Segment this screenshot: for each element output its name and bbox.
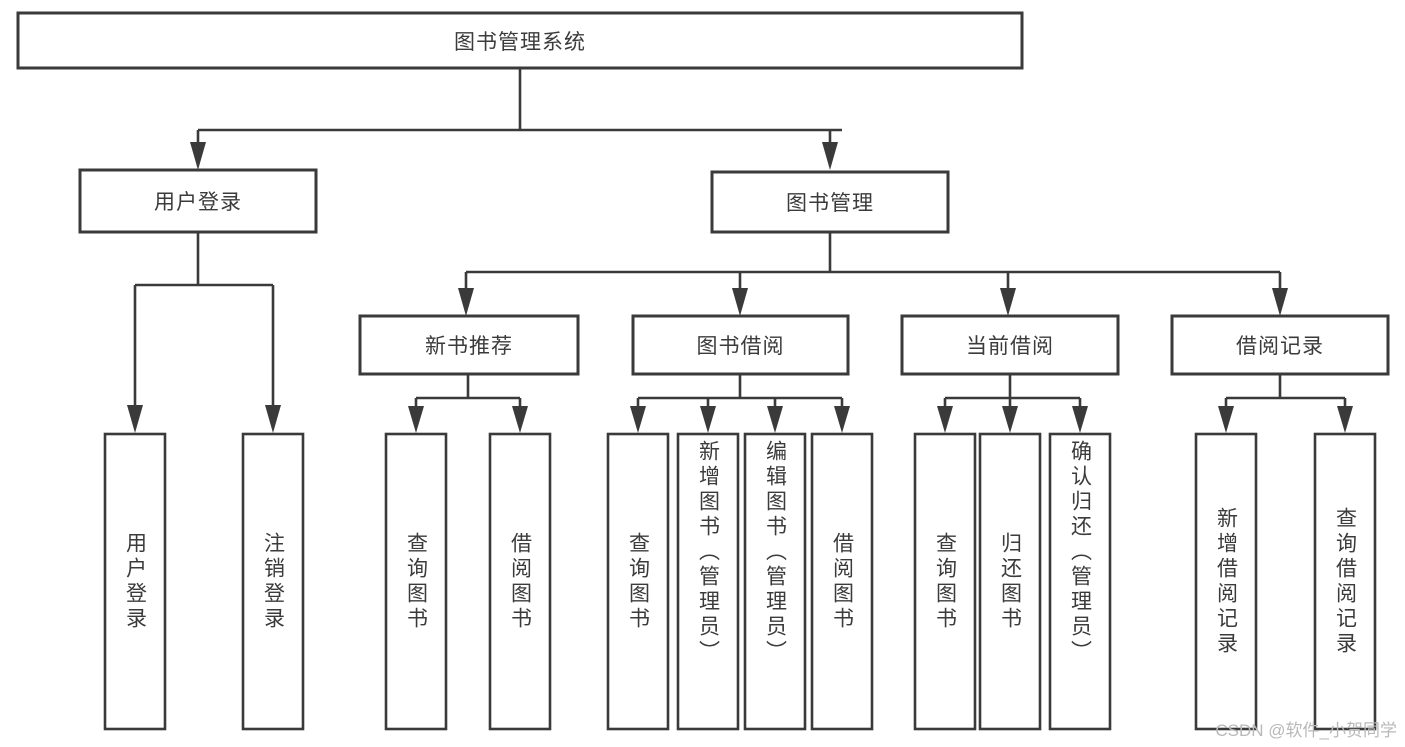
node-box-root[interactable] xyxy=(16,11,1024,70)
leaf-box-current-borrow-0[interactable] xyxy=(913,432,977,731)
node-box-new-book-recommend[interactable] xyxy=(358,314,580,376)
watermark-text: CSDN @软件_小贺同学 xyxy=(1215,721,1397,740)
leaf-box-user-login-1[interactable] xyxy=(241,432,305,731)
connector-root-to-level1 xyxy=(190,68,842,170)
leaf-box-book-borrow-1[interactable] xyxy=(676,432,740,731)
connector-bookmgmt-to-level2 xyxy=(458,232,1288,316)
node-box-user-login[interactable] xyxy=(78,168,318,234)
leaf-box-book-borrow-3[interactable] xyxy=(810,432,874,731)
leaf-box-book-borrow-2[interactable] xyxy=(743,432,807,731)
connector-borrowrecord-to-leaves xyxy=(1218,374,1353,433)
node-box-book-management[interactable] xyxy=(710,170,950,234)
connector-bookborrow-to-leaves xyxy=(630,374,850,433)
leaf-box-borrow-record-1[interactable] xyxy=(1313,432,1377,731)
node-box-book-borrow[interactable] xyxy=(631,314,850,376)
node-box-current-borrow[interactable] xyxy=(900,314,1120,376)
node-box-borrow-record[interactable] xyxy=(1170,314,1390,376)
leaf-box-book-borrow-0[interactable] xyxy=(606,432,670,731)
leaf-box-current-borrow-2[interactable] xyxy=(1048,432,1112,731)
connector-userlogin-to-leaves xyxy=(127,232,281,433)
leaf-box-current-borrow-1[interactable] xyxy=(978,432,1042,731)
leaf-box-user-login-0[interactable] xyxy=(103,432,167,731)
connector-currentborrow-to-leaves xyxy=(937,374,1088,433)
leaf-box-new-book-0[interactable] xyxy=(384,432,448,731)
connector-newbook-to-leaves xyxy=(408,374,528,433)
leaf-box-borrow-record-0[interactable] xyxy=(1194,432,1258,731)
leaf-box-new-book-1[interactable] xyxy=(488,432,552,731)
